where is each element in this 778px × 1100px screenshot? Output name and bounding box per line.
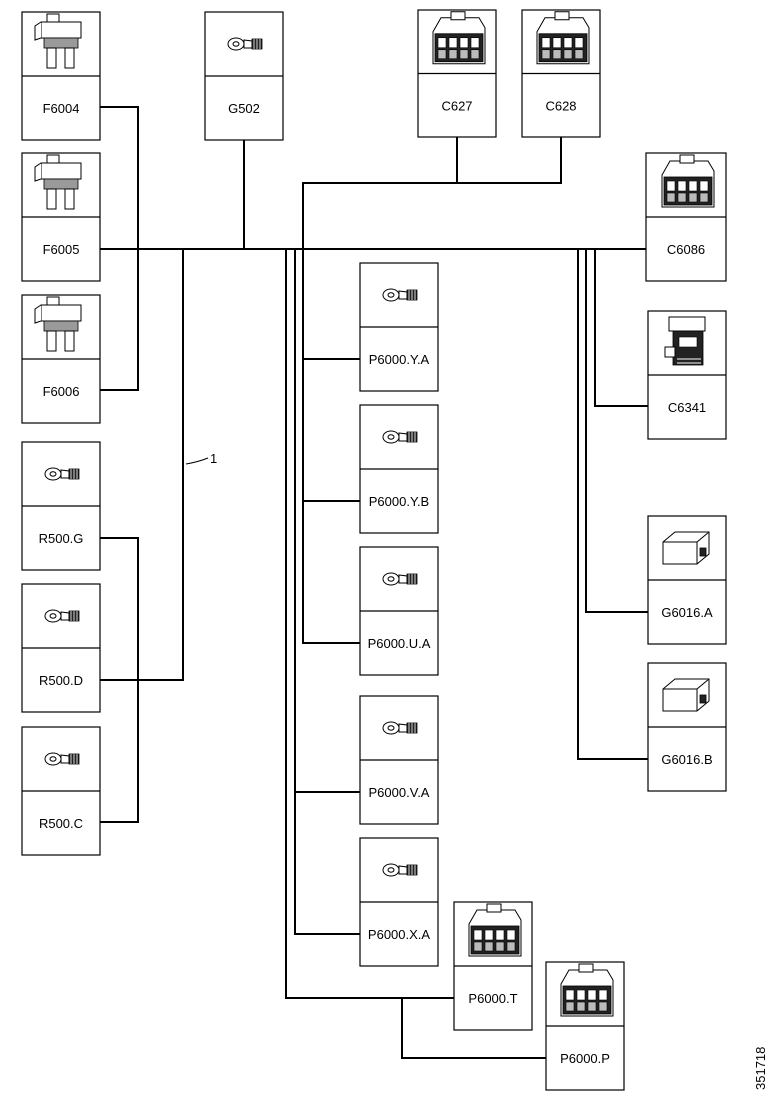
wire-c627-c628 <box>302 137 562 249</box>
component-label: R500.C <box>39 816 83 831</box>
component-p6000yb: P6000.Y.B <box>359 404 439 534</box>
multi-pin-connector-icon <box>560 963 614 1017</box>
component-label: G6016.A <box>661 605 713 620</box>
component-label: C628 <box>545 98 576 113</box>
component-label: F6004 <box>43 101 80 116</box>
component-label: P6000.Y.A <box>369 352 430 367</box>
fuse-icon <box>34 154 82 210</box>
component-c628: C628 <box>521 9 601 138</box>
ring-terminal-icon <box>382 721 418 735</box>
component-p6000p: P6000.P <box>545 961 625 1091</box>
component-label: P6000.U.A <box>368 636 431 651</box>
document-code: 351718 <box>753 1047 768 1090</box>
wire-r500d <box>100 249 184 681</box>
component-f6005: F6005 <box>21 152 101 282</box>
component-c6086: C6086 <box>645 152 727 282</box>
harness-callout: 1 <box>185 451 217 466</box>
component-label: G502 <box>228 101 260 116</box>
component-g6016a: G6016.A <box>647 515 727 645</box>
component-p6000t: P6000.T <box>453 901 533 1031</box>
wire-p6000-t-p <box>285 249 546 1059</box>
bullet-connector-icon <box>662 531 710 565</box>
wire-p6000-ya-yb-ua <box>302 249 360 644</box>
component-c6341: C6341 <box>647 310 727 440</box>
component-label: R500.D <box>39 673 83 688</box>
ring-terminal-icon <box>382 430 418 444</box>
callout-leader <box>185 457 209 465</box>
wire-r500g-r500c <box>100 537 139 823</box>
component-r500c: R500.C <box>21 726 101 856</box>
wire-f6004-f6006 <box>100 106 139 391</box>
component-label: C6086 <box>667 242 705 257</box>
component-label: C6341 <box>668 400 706 415</box>
ring-terminal-icon <box>382 572 418 586</box>
component-r500d: R500.D <box>21 583 101 713</box>
callout-number: 1 <box>210 451 217 466</box>
component-label: P6000.X.A <box>368 927 430 942</box>
fuse-icon <box>34 13 82 69</box>
component-label: P6000.T <box>468 991 517 1006</box>
ring-terminal-icon <box>44 467 80 481</box>
ring-terminal-icon <box>227 37 263 51</box>
component-r500g: R500.G <box>21 441 101 571</box>
component-f6006: F6006 <box>21 294 101 424</box>
ring-terminal-icon <box>44 609 80 623</box>
component-label: P6000.P <box>560 1051 610 1066</box>
component-label: G6016.B <box>661 752 712 767</box>
multi-pin-connector-icon <box>661 154 715 208</box>
component-label: F6005 <box>43 242 80 257</box>
multi-pin-connector-icon <box>536 11 590 65</box>
component-label: C627 <box>441 98 472 113</box>
component-p6000ya: P6000.Y.A <box>359 262 439 392</box>
component-label: R500.G <box>39 531 84 546</box>
component-label: P6000.V.A <box>369 785 430 800</box>
component-f6004: F6004 <box>21 11 101 141</box>
wire-p6000-va-xa <box>294 249 360 935</box>
component-g6016b: G6016.B <box>647 662 727 792</box>
multi-pin-connector-icon <box>432 11 486 65</box>
fuse-icon <box>34 296 82 352</box>
wire-g6016a <box>585 249 648 613</box>
component-p6000ua: P6000.U.A <box>359 546 439 676</box>
component-label: F6006 <box>43 384 80 399</box>
latch-connector-icon <box>664 316 706 366</box>
harness-wires <box>100 106 648 1059</box>
component-p6000xa: P6000.X.A <box>359 837 439 967</box>
component-c627: C627 <box>417 9 497 138</box>
bullet-connector-icon <box>662 678 710 712</box>
ring-terminal-icon <box>44 752 80 766</box>
ring-terminal-icon <box>382 863 418 877</box>
component-p6000va: P6000.V.A <box>359 695 439 825</box>
wire-g6016b <box>577 249 648 760</box>
wire-c6341 <box>594 249 648 407</box>
multi-pin-connector-icon <box>468 903 522 957</box>
component-label: P6000.Y.B <box>369 494 429 509</box>
component-g502: G502 <box>204 11 284 141</box>
ring-terminal-icon <box>382 288 418 302</box>
